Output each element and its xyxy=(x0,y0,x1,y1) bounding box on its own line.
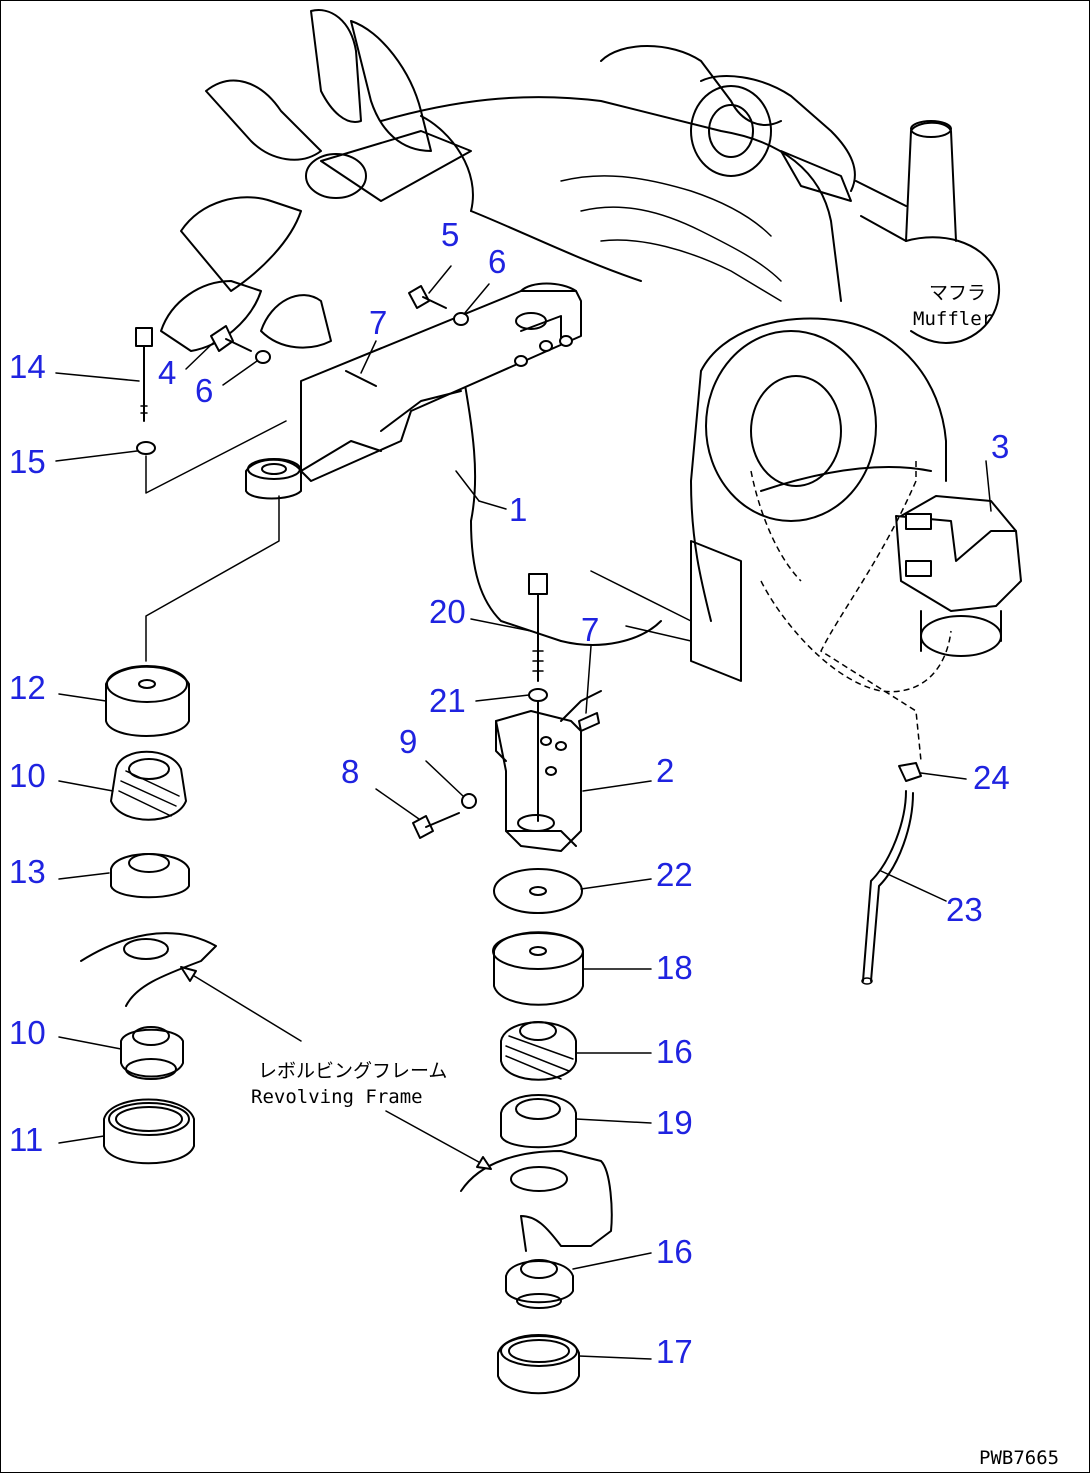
callout-10-lower: 10 xyxy=(9,1014,46,1051)
callout-22: 22 xyxy=(656,856,693,893)
engine-outline xyxy=(160,9,1022,693)
muffler-label-jp: マフラ xyxy=(929,282,986,304)
callout-9: 9 xyxy=(399,723,417,760)
callout-23: 23 xyxy=(946,891,983,928)
callout-15: 15 xyxy=(9,443,46,480)
callout-3: 3 xyxy=(991,428,1009,465)
callout-16-upper: 16 xyxy=(656,1033,693,1070)
callout-6-upper: 6 xyxy=(488,243,506,280)
muffler-label-en: Muffler xyxy=(913,308,993,330)
callout-1: 1 xyxy=(509,491,527,528)
callout-7-upper: 7 xyxy=(369,304,387,341)
left-mount-stack xyxy=(80,665,217,1165)
callout-18: 18 xyxy=(656,949,693,986)
drawing-code: PWB7665 xyxy=(979,1447,1059,1469)
leader-lines xyxy=(55,265,992,1360)
callout-24: 24 xyxy=(973,759,1010,796)
callout-10-upper: 10 xyxy=(9,757,46,794)
callout-19: 19 xyxy=(656,1104,693,1141)
callout-16-lower: 16 xyxy=(656,1233,693,1270)
callout-4: 4 xyxy=(158,354,176,391)
callout-21: 21 xyxy=(429,682,466,719)
callout-14: 14 xyxy=(9,348,46,385)
callout-8: 8 xyxy=(341,753,359,790)
callout-12: 12 xyxy=(9,669,46,706)
fasteners xyxy=(135,285,922,985)
front-bracket xyxy=(245,282,582,500)
callout-13: 13 xyxy=(9,853,46,890)
callout-7-lower: 7 xyxy=(581,611,599,648)
rear-bracket xyxy=(495,690,602,852)
callout-11: 11 xyxy=(9,1121,43,1158)
part-labels: マフラ Muffler レボルビングフレーム Revolving Frame P… xyxy=(251,282,1059,1469)
callout-numbers: 1 2 3 4 5 6 6 7 7 8 9 10 10 11 12 13 14 … xyxy=(9,216,1010,1370)
callout-2: 2 xyxy=(656,752,674,789)
center-mount-stack xyxy=(460,868,613,1395)
callout-6-left: 6 xyxy=(195,372,213,409)
callout-17: 17 xyxy=(656,1333,693,1370)
callout-20: 20 xyxy=(429,593,466,630)
revolving-frame-label-jp: レボルビングフレーム xyxy=(258,1060,447,1082)
revolving-frame-label-en: Revolving Frame xyxy=(251,1086,423,1108)
callout-5: 5 xyxy=(441,216,459,253)
